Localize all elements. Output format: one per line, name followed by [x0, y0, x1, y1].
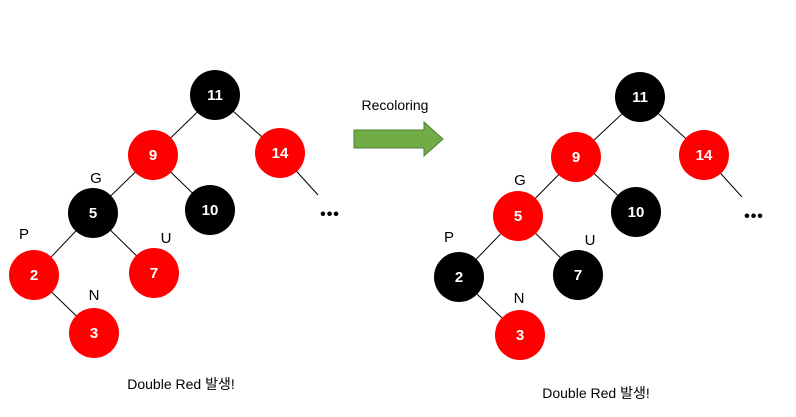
node-key: 5 — [89, 205, 97, 222]
tag-parent: P — [19, 226, 29, 243]
tag-parent: P — [444, 229, 454, 246]
node-circle — [190, 70, 240, 120]
node-circle — [255, 128, 305, 178]
node-key: 2 — [455, 269, 463, 286]
tree-before: 11 9 14 5 10 2 7 3 G P — [9, 70, 340, 392]
node-circle — [679, 130, 729, 180]
node-circle — [68, 188, 118, 238]
node-key: 3 — [516, 327, 524, 344]
node-key: 11 — [632, 89, 648, 106]
node-circle — [185, 185, 235, 235]
transition-arrow: Recoloring — [353, 97, 444, 158]
node-key: 7 — [574, 267, 582, 284]
node-circle — [551, 132, 601, 182]
tree-node: 5 — [493, 191, 543, 241]
tree-node: 3 — [495, 310, 545, 360]
tag-grandparent: G — [514, 172, 526, 189]
tree-node: 7 — [129, 248, 179, 298]
tag-new-node: N — [514, 290, 525, 307]
node-key: 2 — [30, 267, 38, 284]
node-circle — [128, 130, 178, 180]
caption-before: Double Red 발생! — [127, 376, 234, 392]
tree-node: 2 — [434, 252, 484, 302]
tag-uncle: U — [161, 230, 172, 247]
continuation-ellipsis: ••• — [744, 208, 764, 225]
tree-node: 10 — [185, 185, 235, 235]
tree-node: 5 — [68, 188, 118, 238]
node-circle — [495, 310, 545, 360]
continuation-ellipsis: ••• — [320, 206, 340, 223]
tree-node: 2 — [9, 250, 59, 300]
tag-grandparent: G — [90, 170, 102, 187]
node-key: 14 — [272, 145, 289, 162]
tree-node: 7 — [553, 250, 603, 300]
node-key: 10 — [202, 202, 219, 219]
caption-after: Double Red 발생! — [542, 385, 649, 401]
node-circle — [69, 308, 119, 358]
tree-node: 3 — [69, 308, 119, 358]
node-key: 7 — [150, 265, 158, 282]
tree-node: 9 — [551, 132, 601, 182]
arrow-label: Recoloring — [362, 97, 429, 113]
node-circle — [434, 252, 484, 302]
node-key: 11 — [207, 87, 223, 104]
tree-node: 14 — [255, 128, 305, 178]
node-circle — [129, 248, 179, 298]
node-key: 14 — [696, 147, 713, 164]
node-circle — [611, 187, 661, 237]
node-circle — [553, 250, 603, 300]
tag-new-node: N — [89, 287, 100, 304]
tree-node: 10 — [611, 187, 661, 237]
node-circle — [615, 72, 665, 122]
node-key: 3 — [90, 325, 98, 342]
tree-node: 11 — [615, 72, 665, 122]
tree-after: 11 9 14 5 10 2 7 3 G P — [434, 72, 764, 401]
right-arrow-icon — [353, 120, 444, 158]
node-key: 5 — [514, 208, 522, 225]
node-circle — [9, 250, 59, 300]
tag-uncle: U — [585, 232, 596, 249]
node-circle — [493, 191, 543, 241]
node-key: 10 — [628, 204, 645, 221]
node-key: 9 — [149, 147, 157, 164]
tree-node: 11 — [190, 70, 240, 120]
tree-node: 9 — [128, 130, 178, 180]
tree-node: 14 — [679, 130, 729, 180]
node-key: 9 — [572, 149, 580, 166]
